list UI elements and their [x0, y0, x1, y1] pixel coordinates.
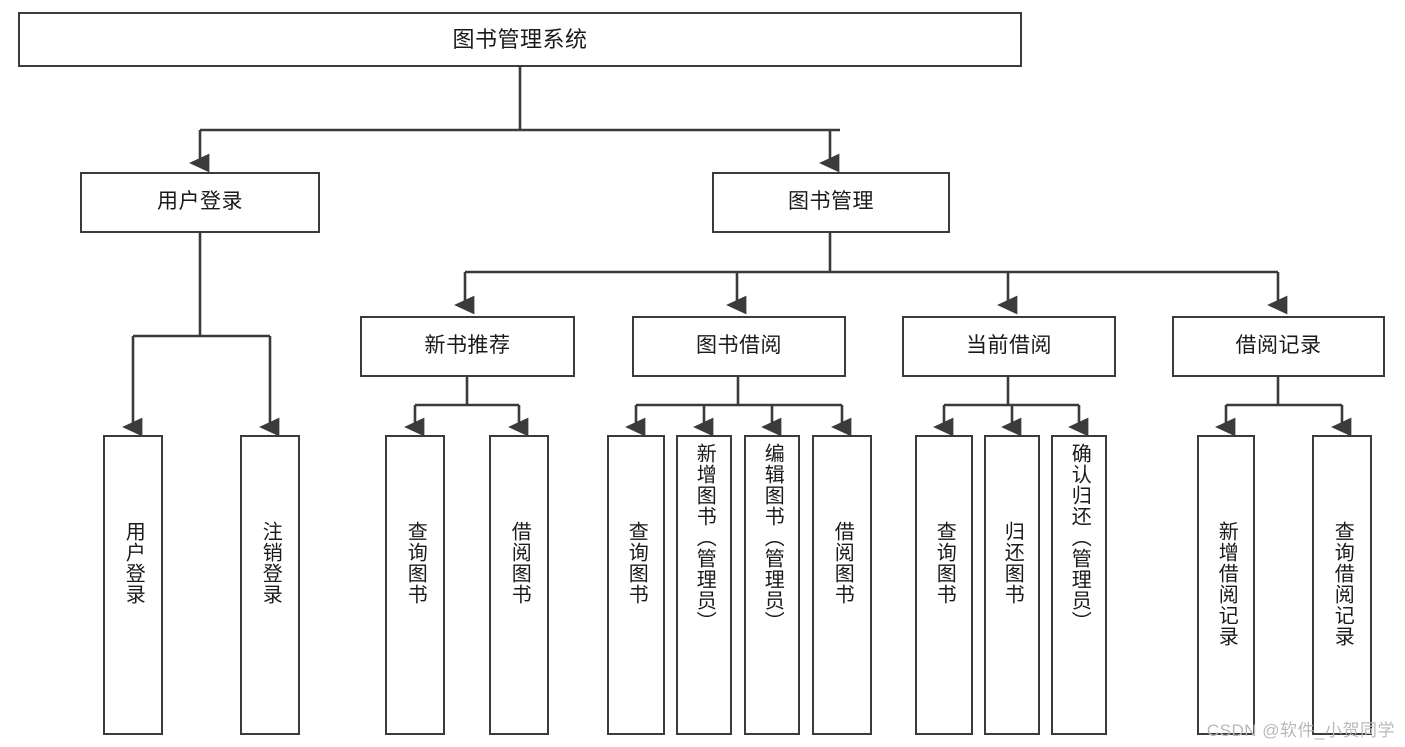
node-label: 查询图书 [625, 521, 648, 605]
node-label: 图书借阅 [696, 334, 782, 358]
node-new-book-recommend[interactable]: 新书推荐 [360, 316, 575, 377]
leaf-query-borrow-record[interactable]: 查询借阅记录 [1312, 435, 1372, 735]
node-book-borrow[interactable]: 图书借阅 [632, 316, 846, 377]
node-label: 当前借阅 [966, 334, 1052, 358]
node-label: 图书管理系统 [452, 26, 588, 52]
leaf-confirm-return-admin[interactable]: 确认归还（管理员） [1051, 435, 1107, 735]
node-label: 借阅图书 [508, 521, 531, 605]
node-borrow-record[interactable]: 借阅记录 [1172, 316, 1385, 377]
node-label: 图书管理 [788, 190, 874, 214]
leaf-query-book-current[interactable]: 查询图书 [915, 435, 973, 735]
node-label: 新书推荐 [424, 334, 511, 358]
node-label: 确认归还（管理员） [1068, 443, 1091, 632]
leaf-borrow-book-borrow[interactable]: 借阅图书 [812, 435, 872, 735]
node-label: 归还图书 [1001, 521, 1024, 605]
node-label: 用户登录 [122, 521, 145, 605]
node-label: 查询借阅记录 [1331, 521, 1354, 647]
leaf-edit-book-admin[interactable]: 编辑图书（管理员） [744, 435, 800, 735]
leaf-borrow-book-recommend[interactable]: 借阅图书 [489, 435, 549, 735]
leaf-logout-login[interactable]: 注销登录 [240, 435, 300, 735]
node-label: 注销登录 [259, 521, 282, 605]
node-label: 编辑图书（管理员） [761, 443, 784, 632]
node-book-management[interactable]: 图书管理 [712, 172, 950, 233]
leaf-add-book-admin[interactable]: 新增图书（管理员） [676, 435, 732, 735]
node-user-login[interactable]: 用户登录 [80, 172, 320, 233]
node-label: 借阅记录 [1235, 334, 1322, 358]
node-root-book-management-system[interactable]: 图书管理系统 [18, 12, 1022, 67]
node-current-borrow[interactable]: 当前借阅 [902, 316, 1116, 377]
node-label: 借阅图书 [831, 521, 854, 605]
node-label: 新增图书（管理员） [693, 443, 716, 632]
leaf-query-book-recommend[interactable]: 查询图书 [385, 435, 445, 735]
csdn-watermark: CSDN @软件_小贺同学 [1206, 721, 1395, 740]
leaf-return-book[interactable]: 归还图书 [984, 435, 1040, 735]
leaf-add-borrow-record[interactable]: 新增借阅记录 [1197, 435, 1255, 735]
leaf-user-login[interactable]: 用户登录 [103, 435, 163, 735]
node-label: 新增借阅记录 [1215, 521, 1238, 647]
node-label: 用户登录 [157, 190, 243, 214]
node-label: 查询图书 [404, 521, 427, 605]
node-label: 查询图书 [933, 521, 956, 605]
leaf-query-book-borrow[interactable]: 查询图书 [607, 435, 665, 735]
